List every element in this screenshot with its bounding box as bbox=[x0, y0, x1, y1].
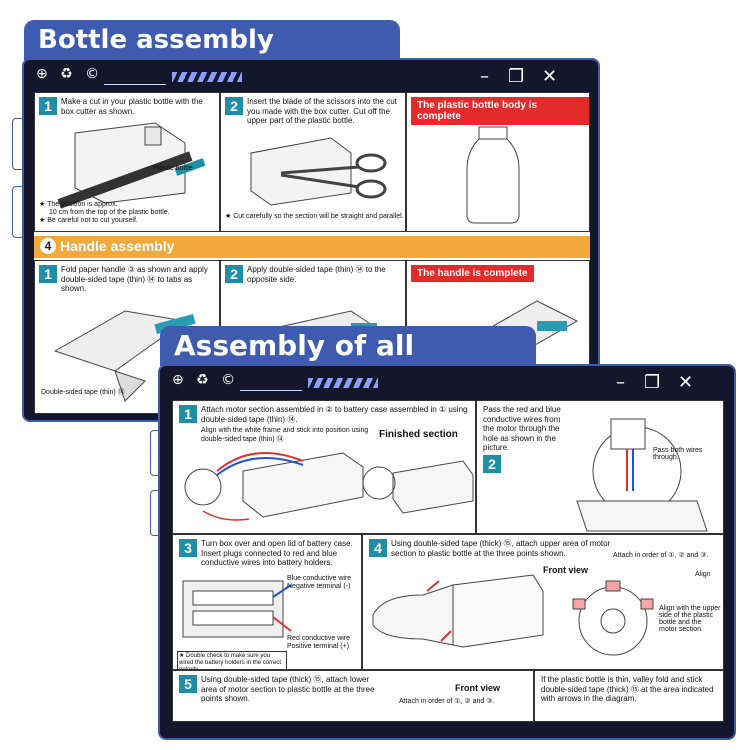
motor-battery-illustration bbox=[184, 452, 474, 521]
polarity-note: ★ Double check to make sure you wired th… bbox=[177, 651, 287, 669]
step-number: 2 bbox=[483, 455, 501, 473]
red-terminal-label: Positive terminal (+) bbox=[287, 643, 350, 650]
step-number: 1 bbox=[179, 405, 197, 423]
card-title: Bottle assembly bbox=[24, 20, 400, 60]
step-text: Using double-sided tape (thick) ⑮, attac… bbox=[391, 539, 611, 558]
wire-pass-illustration bbox=[576, 418, 708, 532]
restore-icon[interactable]: ❐ bbox=[644, 372, 661, 393]
step-cell: 3 Turn box over and open lid of battery … bbox=[172, 534, 362, 670]
step-number: 5 bbox=[179, 675, 197, 693]
minimize-icon[interactable]: – bbox=[616, 372, 625, 393]
blue-terminal-label: Negative terminal (-) bbox=[287, 583, 351, 590]
step-number: 2 bbox=[225, 265, 243, 283]
decor-stripes bbox=[172, 72, 242, 82]
window-frame: ⊕ ♻ © – ❐ ✕ 1 Attach motor section assem… bbox=[160, 366, 734, 738]
divider bbox=[240, 390, 302, 391]
step-cell: If the plastic bottle is thin, valley fo… bbox=[534, 670, 724, 722]
section-header: 4 Handle assembly bbox=[34, 236, 590, 258]
step-number: 3 bbox=[179, 539, 197, 557]
close-icon[interactable]: ✕ bbox=[678, 372, 694, 393]
step-text: Apply double-sided tape (thin) ⑭ to the … bbox=[247, 265, 386, 284]
step-note: ★ Be careful not to cut yourself. bbox=[39, 217, 138, 224]
align-note: Align with the upper side of the plastic… bbox=[659, 605, 721, 633]
close-icon[interactable]: ✕ bbox=[542, 66, 558, 87]
step-text: If the plastic bottle is thin, valley fo… bbox=[541, 675, 714, 703]
card-title: Assembly of all sections bbox=[160, 326, 536, 402]
step-cell: Pass the red and blue conductive wires f… bbox=[476, 400, 724, 534]
step-cell: 4 Using double-sided tape (thick) ⑮, att… bbox=[362, 534, 724, 670]
minimize-icon[interactable]: – bbox=[480, 66, 489, 87]
complete-badge: The handle is complete bbox=[411, 265, 534, 282]
step-note: 10 cm from the top of the plastic bottle… bbox=[49, 209, 170, 216]
section-title: Handle assembly bbox=[60, 238, 175, 254]
bottle-label: Plastic bottle bbox=[153, 165, 193, 172]
bottle-cut-illustration bbox=[57, 122, 206, 209]
front-view-label: Front view bbox=[455, 683, 501, 693]
step-number: 2 bbox=[225, 97, 243, 115]
window-titlebar: ⊕ ♻ © – ❐ ✕ bbox=[24, 60, 598, 92]
system-icons: ⊕ ♻ © bbox=[36, 66, 104, 82]
order-label: Attach in order of ①, ② and ③. bbox=[399, 698, 495, 705]
bottle-attach-illustration bbox=[372, 574, 654, 656]
instruction-sheet: 1 Attach motor section assembled in ② to… bbox=[172, 400, 724, 722]
restore-icon[interactable]: ❐ bbox=[508, 66, 525, 87]
step-text: Attach motor section assembled in ② to b… bbox=[201, 405, 468, 424]
bottle-body-illustration bbox=[466, 126, 520, 224]
step-text: Using double-sided tape (thick) ⑮, attac… bbox=[201, 675, 375, 703]
scissors-illustration bbox=[250, 137, 387, 206]
battery-case-illustration bbox=[182, 580, 292, 638]
order-label: Attach in order of ①, ② and ③. bbox=[613, 552, 709, 559]
divider bbox=[104, 84, 166, 85]
step-note: ★ Cut carefully so the section will be s… bbox=[225, 213, 404, 220]
section-number: 4 bbox=[40, 238, 56, 254]
wire-label: Pass both wires through. bbox=[653, 447, 703, 461]
step-cell: 2 Insert the blade of the scissors into … bbox=[220, 92, 406, 232]
step-text: Turn box over and open lid of battery ca… bbox=[201, 539, 353, 567]
step-text: Fold paper handle ③ as shown and apply d… bbox=[61, 265, 208, 293]
blue-wire-label: Blue conductive wire bbox=[287, 575, 352, 582]
decor-stripes bbox=[308, 378, 378, 388]
step-text: Insert the blade of the scissors into th… bbox=[247, 97, 397, 125]
step-cell: 1 Attach motor section assembled in ② to… bbox=[172, 400, 476, 534]
system-icons: ⊕ ♻ © bbox=[172, 372, 240, 388]
align-label: Align bbox=[695, 571, 711, 578]
step-number: 1 bbox=[39, 97, 57, 115]
complete-badge: The plastic bottle body is complete bbox=[411, 97, 589, 125]
step-text: Make a cut in your plastic bottle with t… bbox=[61, 97, 203, 116]
step-text: Pass the red and blue conductive wires f… bbox=[483, 405, 561, 452]
step-number: 1 bbox=[39, 265, 57, 283]
align-note: Align with the white frame and stick int… bbox=[201, 427, 369, 443]
step-note: ★ The position is approx. bbox=[39, 201, 118, 208]
tape-label: Double-sided tape (thin) ⑭ bbox=[41, 389, 125, 396]
finished-label: Finished section bbox=[379, 429, 458, 440]
step-cell: 1 Make a cut in your plastic bottle with… bbox=[34, 92, 220, 232]
front-view-label: Front view bbox=[543, 565, 589, 575]
red-wire-label: Red conductive wire bbox=[287, 635, 351, 642]
result-cell: The plastic bottle body is complete bbox=[406, 92, 590, 232]
window-titlebar: ⊕ ♻ © – ❐ ✕ bbox=[160, 366, 734, 398]
step-cell: 5 Using double-sided tape (thick) ⑮, att… bbox=[172, 670, 534, 722]
step-number: 4 bbox=[369, 539, 387, 557]
